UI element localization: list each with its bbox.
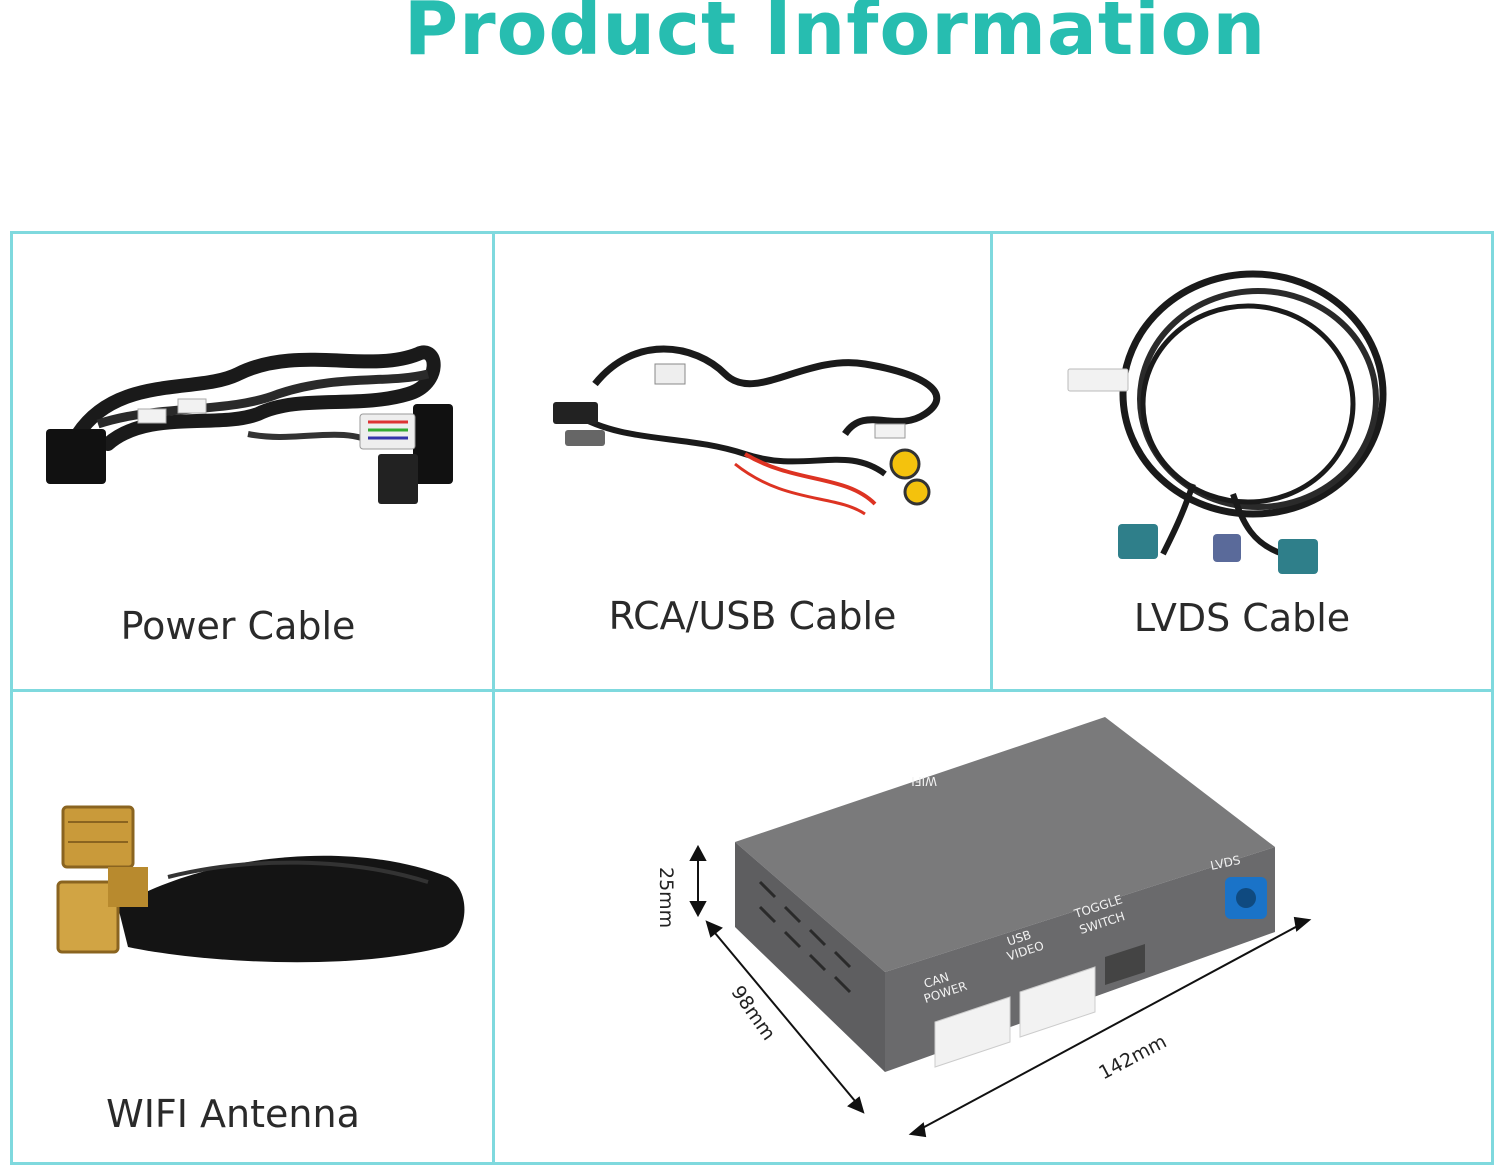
cell-power-cable: Power Cable	[13, 234, 492, 689]
wifi-antenna-icon	[48, 797, 488, 967]
page-title: Product Information	[403, 0, 1267, 72]
interface-box-icon: WIFI LVDS TOGGLE SWITCH USB VIDEO CAN PO…	[635, 702, 1335, 1157]
grid-line-bottom	[10, 1162, 1494, 1165]
label-wifi-antenna: WIFI Antenna	[106, 1092, 360, 1136]
grid-line-left	[10, 231, 13, 1165]
label-power-cable: Power Cable	[120, 604, 356, 648]
grid-line-top	[10, 231, 1494, 234]
cell-rca-usb-cable: RCA/USB Cable	[495, 234, 990, 689]
dimension-height: 25mm	[655, 867, 677, 928]
cell-lvds-cable: LVDS Cable	[993, 234, 1491, 689]
cell-wifi-antenna: WIFI Antenna	[13, 692, 492, 1162]
port-label-wifi: WIFI	[911, 774, 937, 788]
cell-interface-box: WIFI LVDS TOGGLE SWITCH USB VIDEO CAN PO…	[495, 692, 1491, 1162]
rca-usb-cable-icon	[545, 324, 965, 534]
label-lvds-cable: LVDS Cable	[1133, 596, 1351, 640]
grid-line-col2	[990, 231, 993, 691]
dimension-depth: 98mm	[727, 982, 780, 1045]
grid-line-right	[1491, 231, 1494, 1165]
grid-line-middle	[10, 689, 1494, 692]
grid-line-col1	[492, 231, 495, 1165]
lvds-coiled-cable-icon	[1053, 254, 1413, 584]
port-label-lvds: LVDS	[1209, 853, 1242, 873]
dimension-width: 142mm	[1095, 1030, 1170, 1084]
power-cable-harness-icon	[38, 314, 468, 514]
label-rca-usb-cable: RCA/USB Cable	[608, 594, 897, 638]
